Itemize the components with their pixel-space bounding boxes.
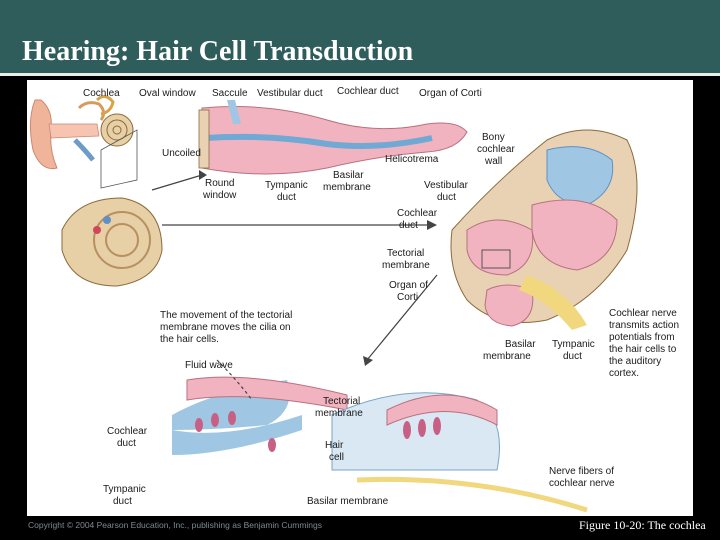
- label-bony-wall-2: cochlear: [477, 144, 515, 155]
- label-cochlear-duct-bottom-2: duct: [117, 438, 136, 449]
- label-cochlear-duct-right-2: duct: [399, 220, 418, 231]
- label-vestibular-duct-top: Vestibular duct: [257, 88, 323, 99]
- label-tympanic-duct-mid-2: duct: [277, 192, 296, 203]
- label-cochlear-duct-right-1: Cochlear: [397, 208, 438, 219]
- label-basilar-membrane-right-2: membrane: [483, 351, 531, 362]
- label-oval-window: Oval window: [139, 88, 196, 99]
- label-cochlea: Cochlea: [83, 88, 120, 99]
- slide-header: [0, 0, 720, 76]
- label-basilar-membrane-mid-1: Basilar: [333, 170, 364, 181]
- label-tympanic-duct-right-2: duct: [563, 351, 582, 362]
- label-nerve-fibers-1: Nerve fibers of: [549, 466, 614, 477]
- label-nerve-fibers-2: cochlear nerve: [549, 478, 615, 489]
- uncoiled-cochlea: [198, 100, 468, 175]
- note-nerve-1: Cochlear nerve: [609, 308, 677, 319]
- coiled-cochlea: [61, 197, 163, 287]
- outer-ear-illustration: [29, 99, 106, 170]
- label-uncoiled: Uncoiled: [162, 148, 201, 159]
- label-cochlear-duct-bottom-1: Cochlear: [107, 426, 148, 437]
- zoom-callout-lines: [100, 129, 138, 189]
- label-vestibular-duct-right-1: Vestibular: [424, 180, 469, 191]
- note-tectorial-2: membrane moves the cilia on: [160, 322, 291, 333]
- label-tympanic-duct-mid-1: Tympanic: [265, 180, 308, 191]
- note-tectorial-3: the hair cells.: [160, 334, 219, 345]
- label-bony-wall-3: wall: [484, 156, 502, 167]
- label-helicotrema: Helicotrema: [385, 154, 439, 165]
- label-hair-cell-1: Hair: [325, 440, 344, 451]
- label-basilar-membrane-right-1: Basilar: [505, 339, 536, 350]
- label-tectorial-membrane-right-2: membrane: [382, 260, 430, 271]
- slide-title: Hearing: Hair Cell Transduction: [22, 36, 414, 67]
- label-basilar-membrane-bottom: Basilar membrane: [307, 496, 389, 507]
- label-tympanic-duct-bottom-2: duct: [113, 496, 132, 507]
- label-vestibular-duct-right-2: duct: [437, 192, 456, 203]
- label-organ-of-corti-right-1: Organ of: [389, 280, 428, 291]
- label-basilar-membrane-mid-2: membrane: [323, 182, 371, 193]
- note-nerve-5: the auditory: [609, 356, 661, 367]
- label-fluid-wave: Fluid wave: [185, 360, 233, 371]
- label-tectorial-membrane-right-1: Tectorial: [387, 248, 424, 259]
- label-cochlear-duct-top: Cochlear duct: [337, 86, 399, 97]
- note-tectorial-1: The movement of the tectorial: [160, 310, 292, 321]
- label-organ-of-corti-top: Organ of Corti: [419, 88, 482, 99]
- label-bony-wall-1: Bony: [482, 132, 505, 143]
- copyright-text: Copyright © 2004 Pearson Education, Inc.…: [28, 520, 323, 530]
- note-nerve-3: potentials from: [609, 332, 675, 343]
- cochlea-figure: Cochlea Oval window Saccule Vestibular d…: [27, 80, 693, 516]
- label-tympanic-duct-right-1: Tympanic: [552, 339, 595, 350]
- label-tectorial-membrane-bottom-2: membrane: [315, 408, 363, 419]
- note-nerve-6: cortex.: [609, 368, 639, 379]
- flow-arrows: [151, 174, 438, 401]
- cochlea-illustration: Cochlea Oval window Saccule Vestibular d…: [29, 86, 679, 513]
- note-nerve-2: transmits action: [609, 320, 679, 331]
- label-organ-of-corti-right-2: Corti: [397, 292, 418, 303]
- figure-caption: Figure 10-20: The cochlea: [579, 518, 706, 532]
- inner-ear-snail: [95, 95, 134, 147]
- cochlea-cross-section: [450, 129, 638, 330]
- label-tectorial-membrane-bottom-1: Tectorial: [323, 396, 360, 407]
- organ-of-corti-detail: [172, 376, 588, 513]
- label-saccule: Saccule: [212, 88, 248, 99]
- label-tympanic-duct-bottom-1: Tympanic: [103, 484, 146, 495]
- label-round-window-2: window: [202, 190, 237, 201]
- note-nerve-4: the hair cells to: [609, 344, 677, 355]
- label-round-window-1: Round: [205, 178, 234, 189]
- label-hair-cell-2: cell: [329, 452, 344, 463]
